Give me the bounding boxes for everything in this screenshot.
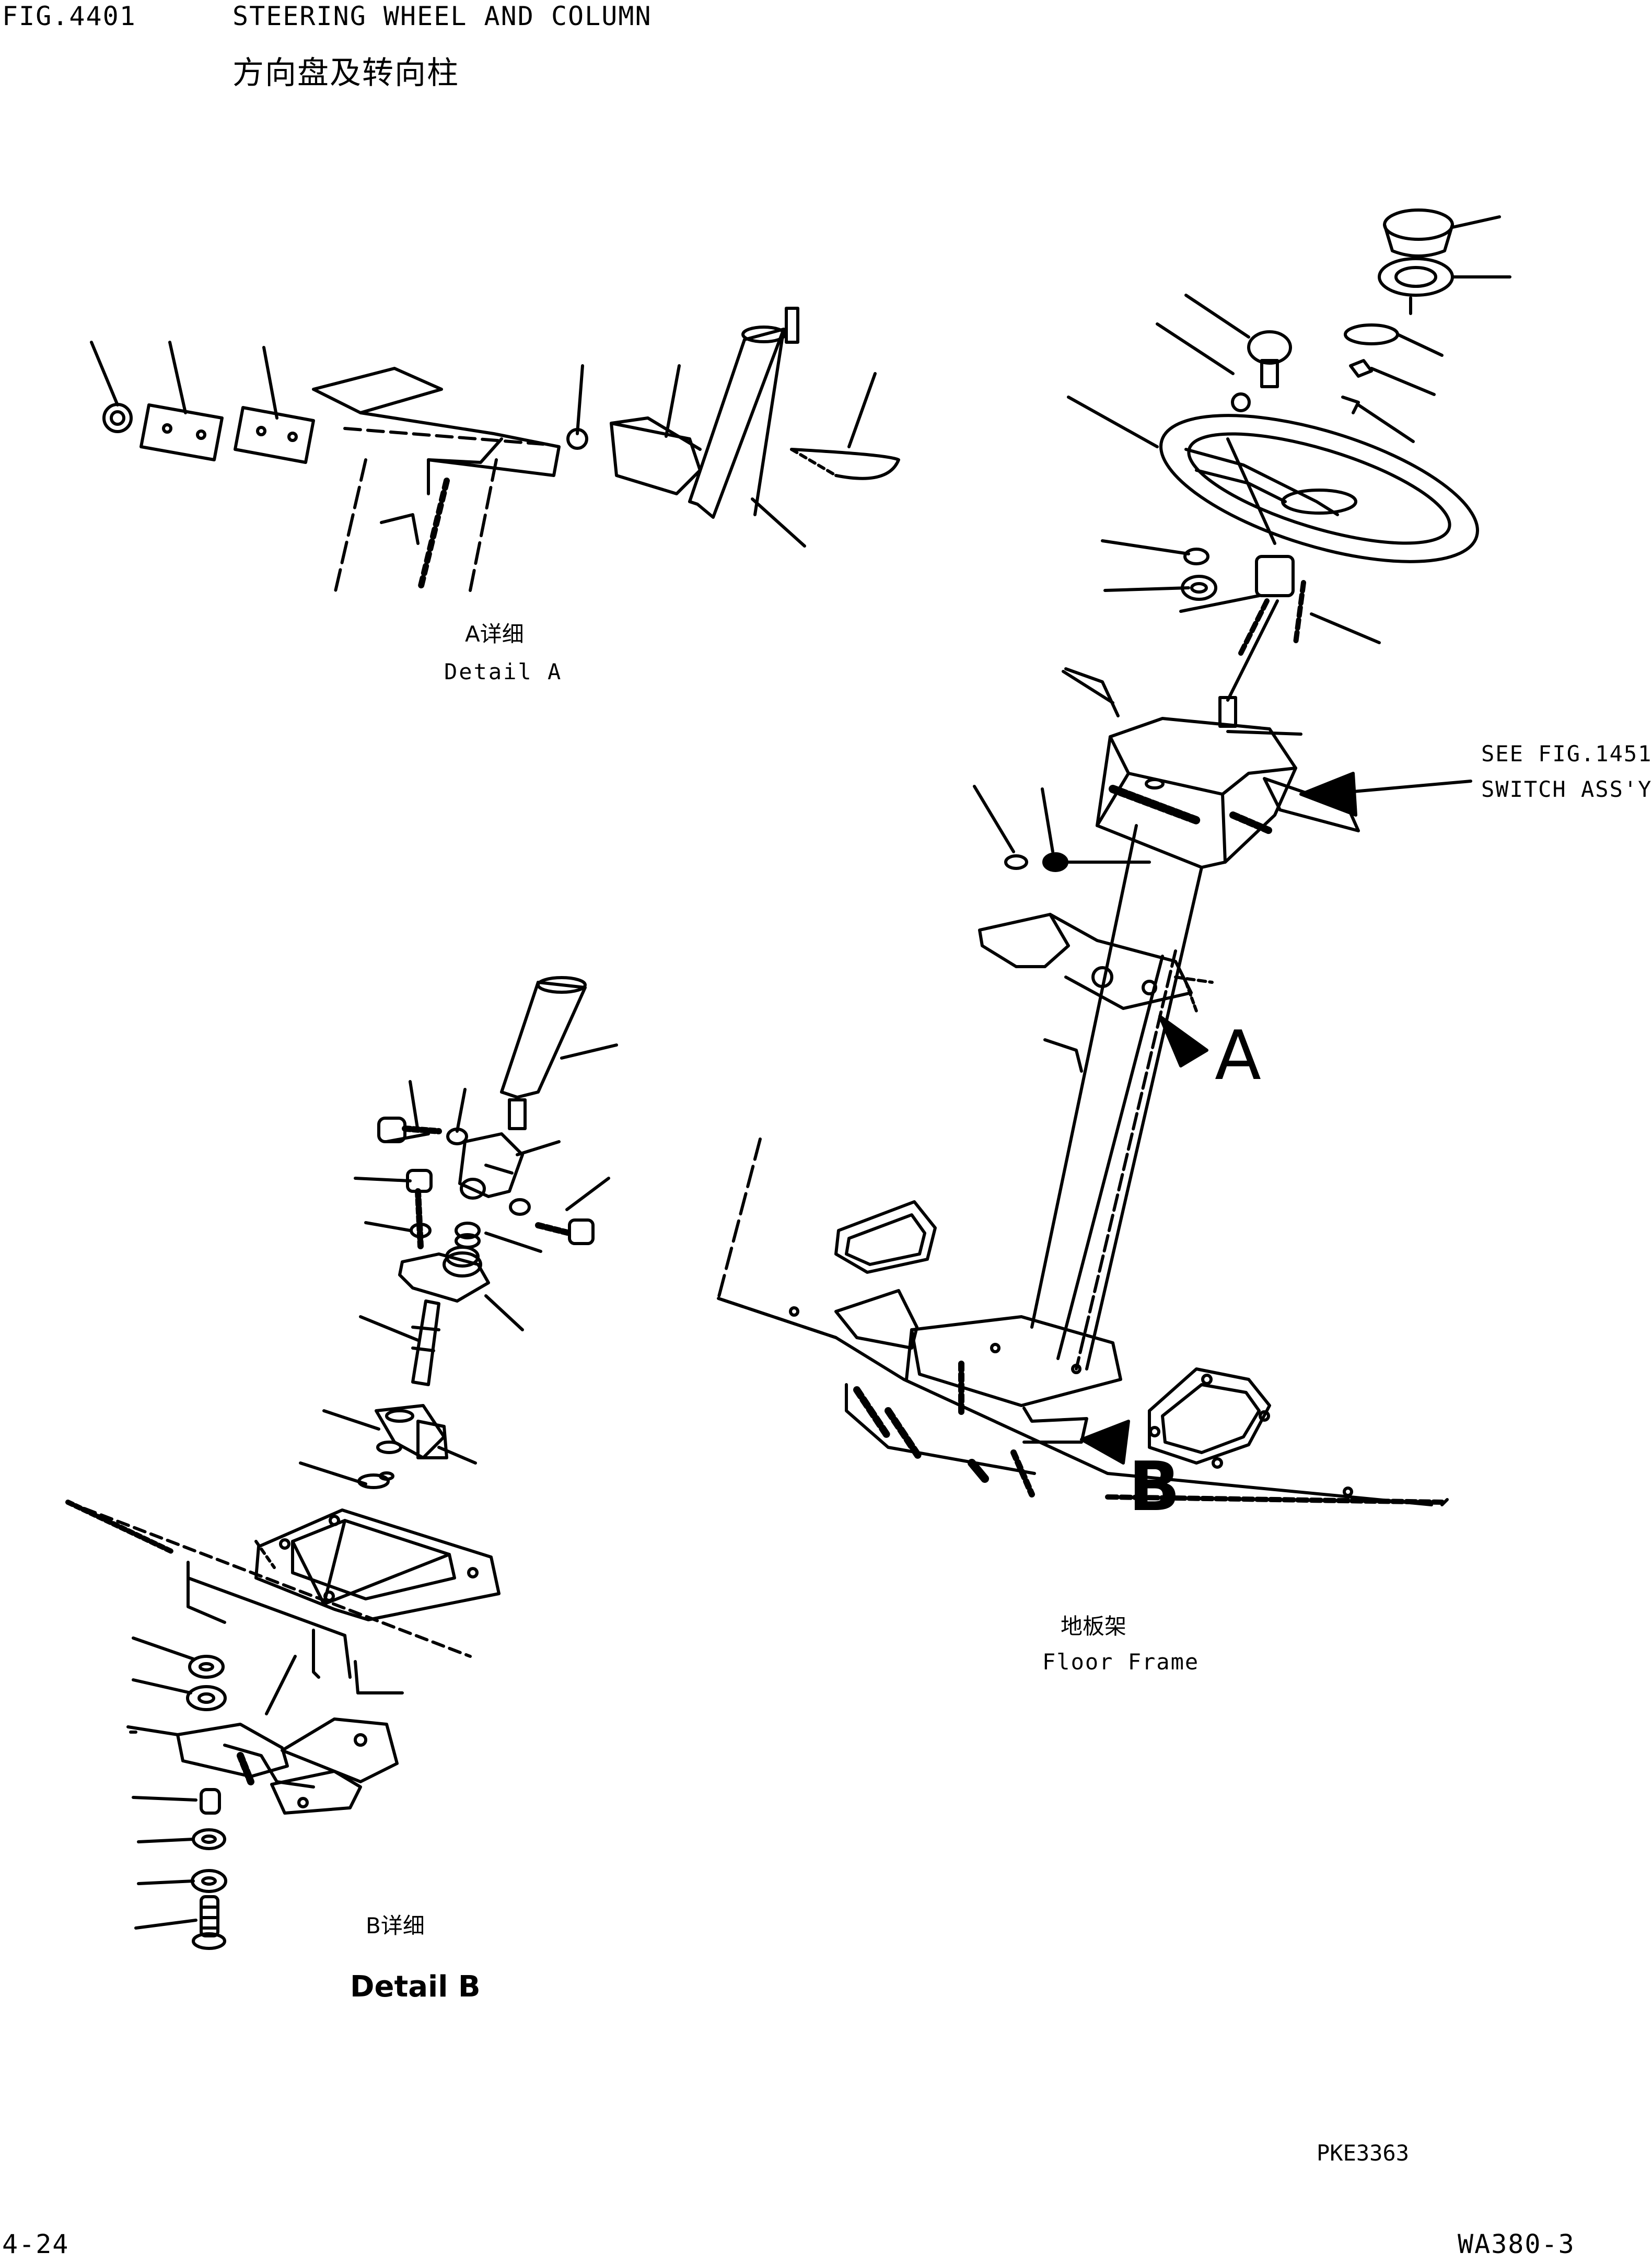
figure-number: FIG.4401 <box>2 1 136 31</box>
callout-b: B <box>1129 1447 1181 1526</box>
floor-frame-label-en: Floor Frame <box>1042 1649 1200 1675</box>
see-fig-reference: SEE FIG.1451 <box>1481 741 1652 767</box>
page-number: 4-24 <box>2 2229 69 2259</box>
drawing-code: PKE3363 <box>1317 2140 1410 2166</box>
detail-a-drawing <box>90 307 900 597</box>
detail-b-label-cn: B详细 <box>366 1913 425 1938</box>
figure-title-cn: 方向盘及转向柱 <box>232 55 459 91</box>
detail-a-label-en: Detail A <box>444 659 563 684</box>
callout-a: A <box>1215 1016 1261 1095</box>
figure-title-en: STEERING WHEEL AND COLUMN <box>232 1 652 31</box>
model-number: WA380-3 <box>1458 2229 1575 2259</box>
detail-b-drawing <box>65 976 618 1950</box>
detail-a-label-cn: A详细 <box>465 621 524 647</box>
floor-frame-label-cn: 地板架 <box>1061 1613 1127 1639</box>
switch-assy-label: SWITCH ASS'Y <box>1481 776 1652 802</box>
detail-b-label-en: Detail B <box>350 1970 481 2004</box>
steering-assembly-drawing <box>717 208 1511 1506</box>
